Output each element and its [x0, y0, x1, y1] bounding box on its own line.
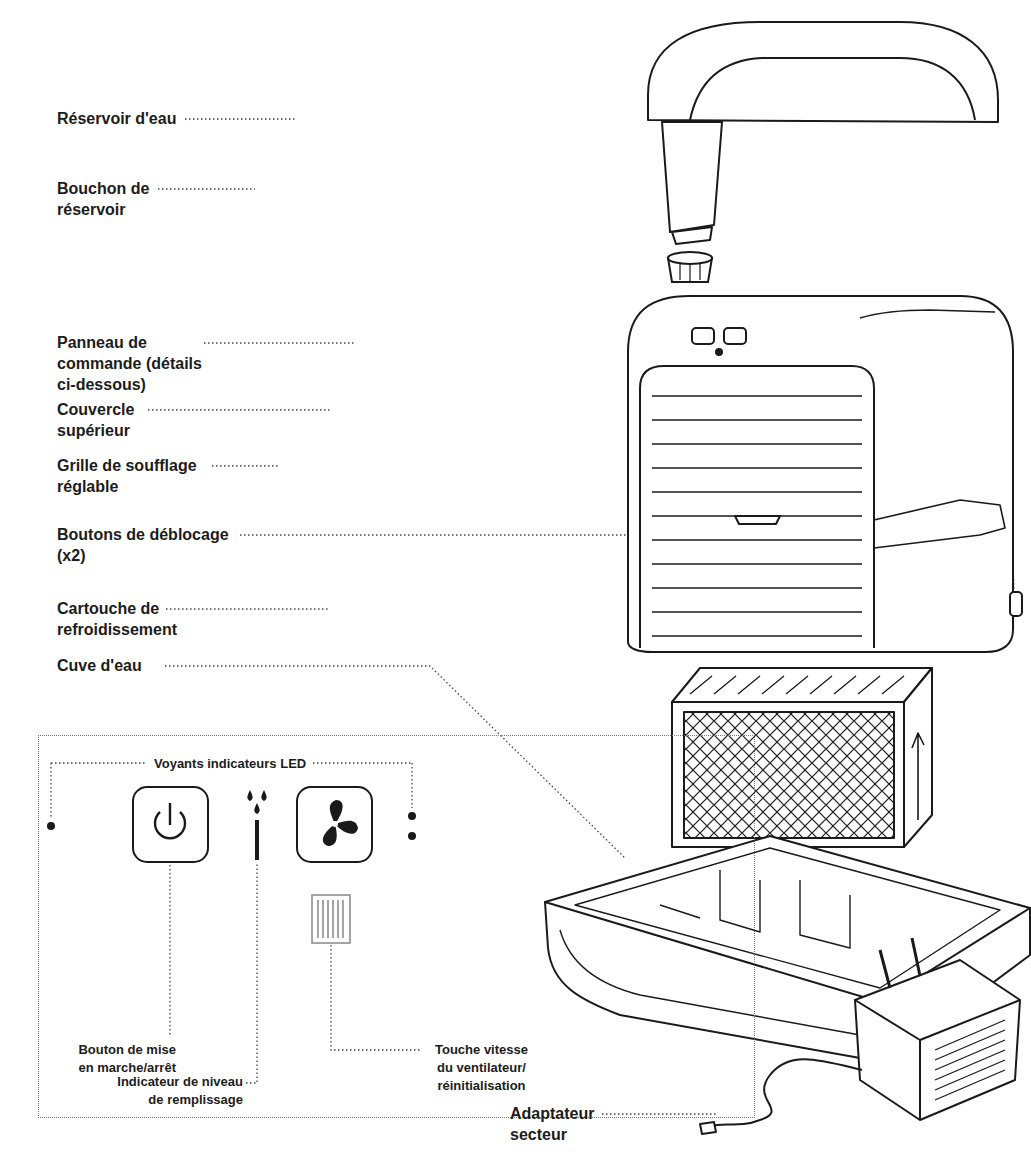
cartridge-media — [684, 712, 894, 838]
cartridge-front — [672, 702, 904, 847]
adapter-vents — [935, 1020, 1005, 1100]
basin-walls — [660, 870, 850, 948]
release-button — [1010, 592, 1022, 616]
fan-hub — [332, 821, 338, 827]
fan-symbol — [323, 800, 358, 846]
cord-jack — [700, 1122, 716, 1134]
leader-line — [212, 465, 280, 466]
leader-line — [331, 945, 420, 1050]
leader-line — [169, 865, 170, 1036]
control-panel-detail — [47, 787, 416, 943]
filter-icon — [312, 895, 350, 943]
fan-button — [297, 787, 372, 862]
leader-line — [158, 188, 255, 189]
led-dot — [47, 822, 55, 830]
plug-pins — [880, 938, 920, 988]
leader-line — [204, 342, 355, 343]
part-label: Panneau de commande (détails ci-dessous) — [57, 332, 207, 395]
cartridge-slots — [690, 676, 904, 694]
grille-frame — [640, 366, 874, 648]
louver-tab — [735, 516, 780, 524]
part-label: Réservoir d'eau — [57, 108, 257, 129]
level-bar — [255, 820, 259, 860]
panel-label: Voyants indicateurs LED — [148, 755, 312, 773]
led-dot — [408, 832, 416, 840]
leader-line — [246, 862, 257, 1083]
panel-label: Touche vitesse du ventilateur/ réinitial… — [429, 1041, 534, 1095]
part-label: Cuve d'eau — [57, 655, 257, 676]
control-button — [724, 328, 746, 344]
filter-lines — [318, 900, 343, 938]
tank-cap — [668, 252, 712, 282]
power-adapter — [700, 938, 1020, 1134]
housing-body — [628, 296, 1013, 652]
water-tank — [648, 22, 998, 244]
housing — [628, 296, 1022, 652]
adapter-cord — [710, 1059, 862, 1126]
tank-rim — [690, 58, 975, 120]
led — [716, 349, 722, 355]
water-drops — [247, 790, 266, 814]
power-symbol — [155, 803, 185, 838]
power-button — [133, 787, 208, 862]
leader-line — [148, 409, 330, 410]
cap-grip — [680, 262, 700, 282]
part-label: Bouchon de réservoir — [57, 178, 207, 220]
tank-nozzle — [672, 227, 712, 244]
leader-line — [185, 118, 295, 119]
cartridge-top — [672, 668, 932, 702]
basin-inner — [575, 848, 1000, 988]
tank-top — [648, 22, 998, 122]
cap-top — [668, 252, 712, 264]
louvers — [652, 396, 862, 636]
part-label: Adaptateur secteur — [510, 1103, 620, 1145]
handle-recess — [874, 500, 1005, 548]
control-button — [692, 328, 714, 344]
part-label: Boutons de déblocage (x2) — [57, 524, 235, 566]
cartridge-side — [904, 668, 932, 847]
adapter-edges — [855, 1000, 1020, 1120]
part-label: Couvercle supérieur — [57, 399, 207, 441]
part-label: Grille de soufflage réglable — [57, 455, 207, 497]
panel-label: Bouton de mise en marche/arrêt — [71, 1041, 176, 1077]
leader-line — [166, 608, 330, 609]
cartridge-arrow — [912, 733, 924, 820]
adapter-body — [855, 960, 1020, 1120]
led-dot — [408, 812, 416, 820]
control-panel-inset: Voyants indicateurs LED Bouton de mise en… — [38, 735, 755, 1118]
tank-neck — [662, 122, 722, 232]
panel-label: Indicateur de niveau de remplissage — [108, 1073, 243, 1109]
cooling-cartridge — [672, 668, 932, 847]
tank-recess — [860, 310, 995, 318]
basin-lip — [560, 930, 860, 1035]
part-label: Cartouche de refroidissement — [57, 598, 207, 640]
leader-line — [602, 1113, 718, 1114]
